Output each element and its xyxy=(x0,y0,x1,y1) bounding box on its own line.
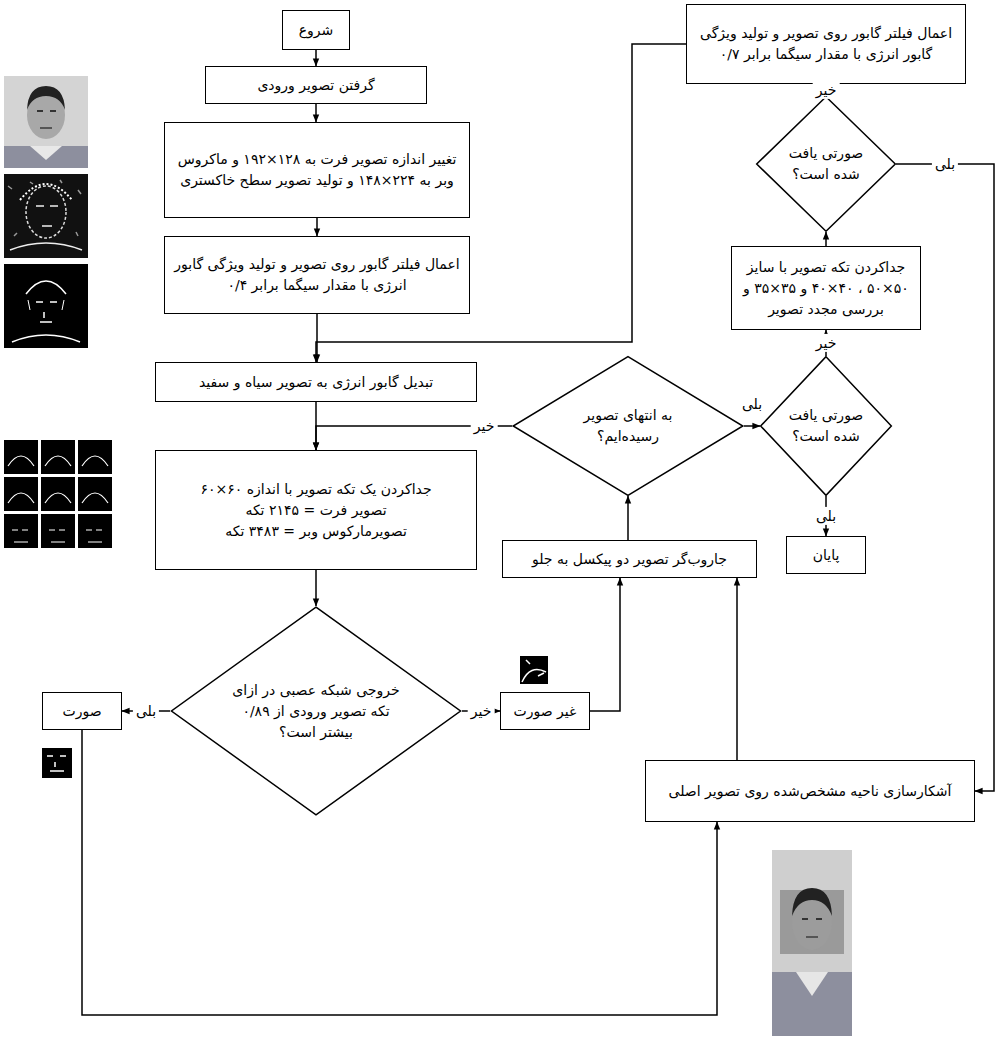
diamond-shape xyxy=(513,357,743,496)
process-box: اعمال فیلتر گابور روی تصویر و تولید ویژگ… xyxy=(164,236,470,314)
flow-arrow xyxy=(315,50,317,66)
diamond-shape xyxy=(757,97,896,232)
diamond-outline xyxy=(760,356,892,496)
edge-label: خیر xyxy=(471,417,498,435)
diamond-text-holder: خروجی شبکه عصبی در ازای تکه تصویر ورودی … xyxy=(228,680,403,743)
flow-arrow xyxy=(590,578,620,711)
process-box: تبدیل گابور انرژی به تصویر سیاه و سفید xyxy=(155,362,477,402)
edge-label: بلی xyxy=(739,395,765,413)
node-text: گرفتن تصویر ورودی xyxy=(257,75,374,96)
diamond-shape xyxy=(761,357,892,496)
flow-arrow xyxy=(736,578,738,760)
decision-diamond: صورتی یافت شده است؟ xyxy=(760,356,892,496)
flow-arrow xyxy=(825,232,827,246)
edge-label: خیر xyxy=(468,702,495,720)
flow-arrow xyxy=(82,730,717,1015)
node-text: آشکارسازی ناحیه مشخص‌شده روی تصویر اصلی xyxy=(669,781,952,802)
decision-diamond: خروجی شبکه عصبی در ازای تکه تصویر ورودی … xyxy=(170,606,462,816)
flow-arrow xyxy=(825,496,827,536)
flow-arrow xyxy=(627,496,629,540)
node-text: صورتی یافت شده است؟ xyxy=(786,405,865,447)
process-box: صورت xyxy=(42,692,122,730)
diamond-outline xyxy=(756,96,896,232)
node-text: صورتی یافت شده است؟ xyxy=(784,143,868,185)
result-photo xyxy=(772,850,852,1036)
node-text: پایان xyxy=(813,545,840,566)
node-text: جاروب‌گر تصویر دو پیکسل به جلو xyxy=(532,549,727,570)
node-text: تصویرمارکوس وبر = ۳۴۸۳ تکه xyxy=(225,521,407,542)
process-box: جاروب‌گر تصویر دو پیکسل به جلو xyxy=(502,540,757,578)
flow-arrow xyxy=(825,330,827,356)
node-text: غیر صورت xyxy=(514,701,577,722)
diamond-text-holder: به انتهای تصویر رسیده‌ایم؟ xyxy=(558,405,697,447)
diamond-text-holder: صورتی یافت شده است؟ xyxy=(784,143,868,185)
terminal-box: پایان xyxy=(786,536,866,574)
edge-label: بلی xyxy=(932,155,958,173)
flow-arrow xyxy=(462,710,500,712)
decision-diamond: به انتهای تصویر رسیده‌ایم؟ xyxy=(512,356,744,496)
node-text: جداکردن یک تکه تصویر با اندازه ۶۰×۶۰ xyxy=(200,479,431,500)
flow-arrow xyxy=(825,84,827,96)
face-patch xyxy=(42,748,72,778)
node-text: اعمال فیلتر گابور روی تصویر و تولید ویژگ… xyxy=(695,23,957,65)
gabor-energy-image xyxy=(4,174,88,258)
process-box: تغییر اندازه تصویر فرت به ۱۲۸×۱۹۲ و ماکر… xyxy=(164,122,470,218)
image-patches xyxy=(4,440,112,548)
node-text: شروع xyxy=(299,20,334,41)
non-face-patch xyxy=(520,656,548,684)
node-text: صورت xyxy=(62,701,101,722)
flow-arrow xyxy=(744,425,760,427)
process-box: جداکردن یک تکه تصویر با اندازه ۶۰×۶۰تصوی… xyxy=(155,450,477,570)
flow-arrow xyxy=(122,710,170,712)
binary-image xyxy=(4,264,88,348)
face-photo xyxy=(4,76,88,168)
flow-arrow xyxy=(315,570,317,606)
process-box: جداکردن تکه تصویر با سایز ۵۰×۵۰ ، ۴۰×۴۰ … xyxy=(731,246,921,330)
process-box: گرفتن تصویر ورودی xyxy=(205,66,427,104)
flow-arrow xyxy=(316,426,512,450)
node-text: جداکردن تکه تصویر با سایز ۵۰×۵۰ ، ۴۰×۴۰ … xyxy=(740,257,912,320)
terminal-box: شروع xyxy=(282,10,350,50)
diamond-shape xyxy=(171,607,460,815)
flow-arrow xyxy=(315,104,317,122)
node-text: تصویر فرت = ۲۱۴۵ تکه xyxy=(245,500,386,521)
node-text: تبدیل گابور انرژی به تصویر سیاه و سفید xyxy=(199,372,433,393)
edge-label: بلی xyxy=(133,702,159,720)
edge-label: خیر xyxy=(813,334,840,352)
diamond-outline xyxy=(512,356,744,496)
process-box: اعمال فیلتر گابور روی تصویر و تولید ویژگ… xyxy=(686,4,966,84)
process-box: آشکارسازی ناحیه مشخص‌شده روی تصویر اصلی xyxy=(645,760,975,822)
decision-diamond: صورتی یافت شده است؟ xyxy=(756,96,896,232)
process-box: غیر صورت xyxy=(500,692,590,730)
diamond-text-holder: صورتی یافت شده است؟ xyxy=(786,405,865,447)
node-text: خروجی شبکه عصبی در ازای تکه تصویر ورودی … xyxy=(228,680,403,743)
flow-arrow xyxy=(316,218,318,236)
node-text: به انتهای تصویر رسیده‌ایم؟ xyxy=(558,405,697,447)
edge-label: بلی xyxy=(813,507,839,525)
node-text: اعمال فیلتر گابور روی تصویر و تولید ویژگ… xyxy=(173,254,461,296)
node-text: تغییر اندازه تصویر فرت به ۱۲۸×۱۹۲ و ماکر… xyxy=(173,149,461,191)
